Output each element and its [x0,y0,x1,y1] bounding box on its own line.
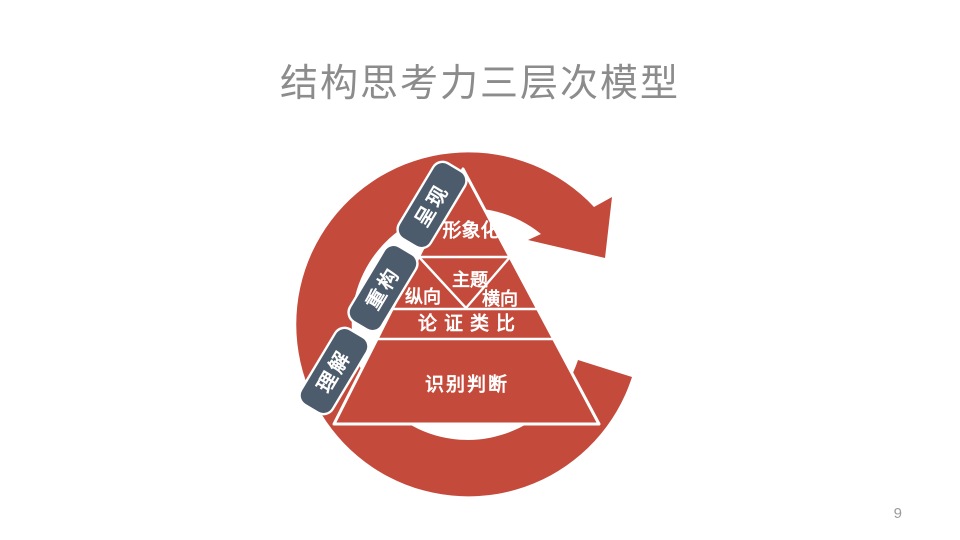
page-number: 9 [893,505,902,522]
stage-pill-shape [396,160,468,250]
stage-pill-shape [298,326,370,416]
pyramid-level1-label: 形象化 [442,219,499,242]
pyramid-level2-right-label: 横向 [482,288,518,309]
pyramid-level4-label: 识别判断 [425,373,509,396]
pyramid-level2-center-label: 主题 [452,269,489,290]
stage-pill-shape [347,243,419,333]
slide-title: 结构思考力三层次模型 [279,63,680,105]
pyramid-level2-left-label: 纵向 [405,286,441,307]
pyramid-level3-label: 论证类比 [418,312,522,335]
pyramid-inverted-triangle [418,256,511,310]
